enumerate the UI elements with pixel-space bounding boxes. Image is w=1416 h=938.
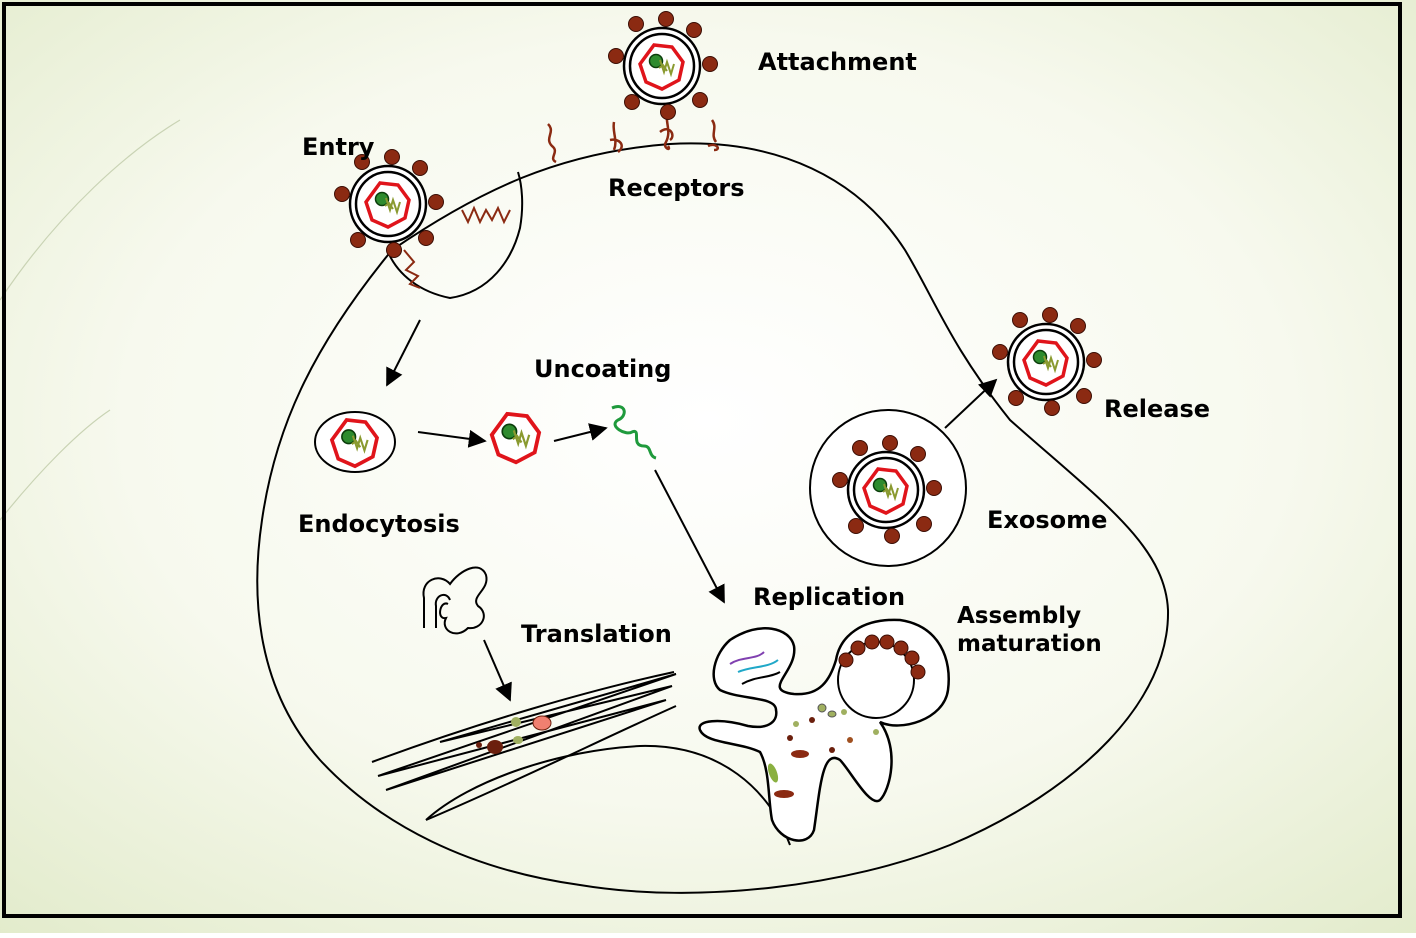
label-uncoating: Uncoating [534, 355, 671, 383]
vesicle-contents [476, 715, 552, 754]
label-assembly: Assembly [957, 603, 1081, 629]
endoplasmic-reticulum [371, 671, 677, 821]
receptor-squiggle-icon [461, 205, 511, 225]
label-release: Release [1104, 395, 1210, 423]
label-replication: Replication [753, 583, 905, 611]
entry-receptors [403, 205, 511, 289]
receptors-group [547, 109, 719, 164]
figure-frame [2, 2, 1402, 918]
entry-invagination [387, 171, 524, 300]
decorative-swoosh [0, 119, 181, 301]
receptor-squiggle-icon [547, 123, 557, 164]
receptor-squiggle-icon [403, 249, 421, 289]
replicating-rna [729, 651, 781, 685]
arrow-entry-to-endocytosis [386, 319, 421, 387]
arrow-rna-to-replication [654, 469, 725, 604]
label-entry: Entry [302, 133, 375, 161]
arrow-uncoating-to-rna [553, 423, 608, 442]
label-receptors: Receptors [608, 174, 745, 202]
receptor-squiggle-icon [609, 121, 623, 153]
nucleus-envelope [425, 744, 791, 846]
decorative-swoosh [0, 409, 111, 521]
label-maturation: maturation [957, 631, 1102, 657]
rna-strand-icon [611, 405, 657, 460]
cell-membrane [256, 142, 1170, 894]
arrow-translation-to-er [483, 639, 512, 702]
label-exosome: Exosome [987, 506, 1107, 534]
exosome-vesicle [809, 409, 967, 567]
assembling-capsomeres [838, 634, 926, 680]
label-translation: Translation [521, 620, 672, 648]
ribosome-icon [422, 566, 488, 635]
process-arrows [386, 319, 998, 702]
label-endocytosis: Endocytosis [298, 510, 460, 538]
arrow-exosome-to-release [944, 378, 998, 429]
receptor-squiggle-icon [707, 119, 719, 152]
label-attachment: Attachment [758, 48, 917, 76]
arrow-endocytosis-to-uncoating [417, 429, 487, 448]
endocytic-vesicle [314, 411, 396, 473]
organelle-particles [767, 703, 879, 798]
